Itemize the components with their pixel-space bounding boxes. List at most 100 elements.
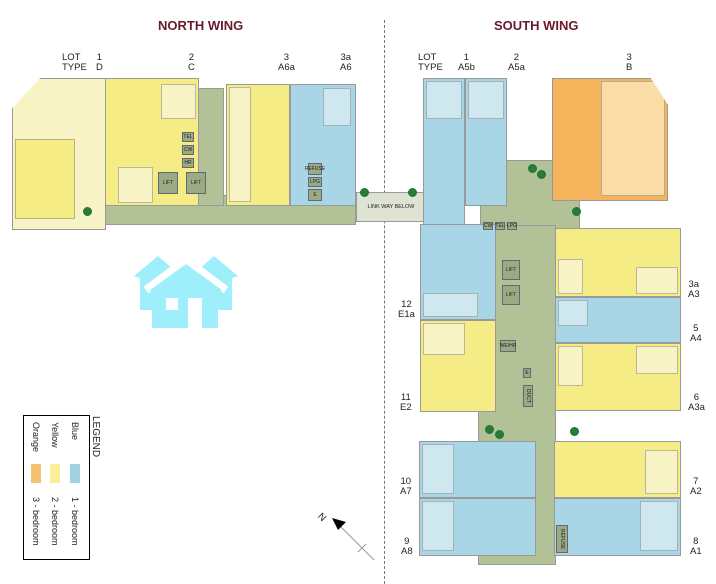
unit-south-a1[interactable] (554, 498, 681, 556)
lot-number: 10 (400, 476, 412, 487)
legend-swatch (70, 464, 80, 483)
bedroom (558, 259, 583, 294)
bedroom (426, 81, 462, 119)
lot-number: 5 (693, 323, 699, 334)
lot-type: A1 (690, 546, 702, 557)
tree-icon (572, 207, 581, 216)
lot-number: 9 (404, 536, 410, 547)
lift-2: LIFT (186, 172, 206, 194)
unit-south-e1a[interactable] (420, 224, 496, 320)
lot-number: 2 (188, 52, 195, 63)
unit-south-a4[interactable] (555, 297, 681, 343)
lot-type: A2 (690, 486, 702, 497)
tree-icon (485, 425, 494, 434)
unit-north-c[interactable] (105, 78, 199, 206)
bedroom (558, 346, 583, 386)
lot-number: 12 (401, 299, 412, 310)
living-room (15, 139, 75, 219)
legend-color-name: Orange (31, 422, 41, 453)
unit-north-d[interactable] (12, 78, 106, 230)
lot-type: A3a (688, 402, 705, 413)
legend-title: LEGEND (90, 416, 101, 458)
tree-icon (495, 430, 504, 439)
lot-type: A3 (688, 289, 700, 300)
unit-south-a5b[interactable] (423, 78, 465, 228)
tree-icon (83, 207, 92, 216)
lot-type: A6a (278, 62, 295, 73)
type-label: TYPE (62, 62, 87, 73)
lot-type: A5a (508, 62, 525, 73)
legend-color-name: Yellow (50, 422, 60, 448)
type-label: TYPE (418, 62, 443, 73)
lot-number: 7 (693, 476, 699, 487)
south-wing-title: SOUTH WING (494, 18, 579, 33)
lot-number: 6 (693, 392, 700, 403)
unit-south-a3a[interactable] (555, 343, 681, 411)
unit-south-b[interactable] (552, 78, 668, 201)
unit-south-a7[interactable] (419, 441, 536, 498)
e-room: E (523, 368, 531, 378)
lot-type: A5b (458, 62, 475, 73)
lpg-room: LPG (507, 222, 518, 230)
e-room: E (308, 189, 322, 201)
lot-type: A4 (690, 333, 702, 344)
lot-type: E1a (398, 309, 415, 320)
lot-type: A8 (401, 546, 413, 557)
legend-item-orange: Orange 3 - bedroom (30, 422, 42, 546)
lpg-room: LPG (308, 177, 322, 187)
lift-1: LIFT (158, 172, 178, 194)
bedroom (422, 501, 454, 551)
bedroom (423, 293, 478, 317)
tree-icon (537, 170, 546, 179)
bedroom (161, 84, 196, 119)
unit-south-a8[interactable] (419, 498, 536, 556)
unit-south-a5a[interactable] (465, 78, 507, 206)
lift-1: LIFT (502, 260, 520, 280)
cw-room: CW (483, 222, 493, 230)
unit-south-a3[interactable] (555, 228, 681, 297)
refuse-room: REFUSE (305, 163, 325, 175)
lot-number: 3a (340, 52, 352, 63)
lot-number: 3 (626, 52, 632, 63)
legend-swatch (50, 464, 60, 483)
bedroom (636, 346, 678, 374)
legend-desc: 3 - bedroom (31, 497, 41, 546)
lot-number: 8 (693, 536, 699, 547)
hr-room: HR (182, 158, 194, 168)
cw-room: CW (182, 145, 194, 155)
tel-room: TEL (182, 132, 194, 142)
unit-north-a6a[interactable] (226, 84, 290, 206)
bedroom (468, 81, 504, 119)
lot-type: E2 (400, 402, 412, 413)
tree-icon (408, 188, 417, 197)
tel-room: TEL (495, 222, 505, 230)
lot-number: 3a (688, 279, 700, 290)
lot-type: C (188, 62, 195, 73)
bedroom (636, 267, 678, 294)
bedroom (229, 87, 251, 202)
unit-south-e2[interactable] (420, 320, 496, 412)
lot-label: LOT (418, 52, 437, 63)
unit-north-a6[interactable] (290, 84, 356, 206)
refuse-room: REFUSE (556, 525, 568, 553)
lot-type: A7 (400, 486, 412, 497)
unit-south-a2[interactable] (554, 441, 681, 498)
bedroom (422, 444, 454, 494)
lot-number: 2 (513, 52, 520, 63)
bedroom (558, 300, 588, 326)
